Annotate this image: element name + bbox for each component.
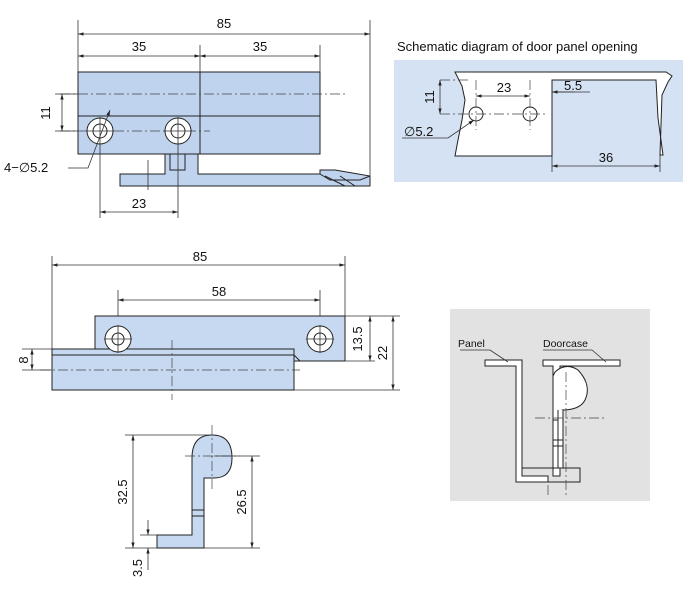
- dim-35-left-text: 35: [132, 39, 146, 54]
- side-dim-32-5-text: 32.5: [115, 479, 130, 504]
- dim-23-text: 23: [132, 196, 146, 211]
- panel-dim-hole-text: ∅5.2: [404, 124, 433, 139]
- dim-85-text: 85: [217, 16, 231, 31]
- side-dim-3-5-text: 3.5: [130, 559, 145, 577]
- install-bg: [450, 309, 650, 501]
- panel-dim-36-text: 36: [599, 150, 613, 165]
- front-view: 85 58 8 13.: [16, 249, 400, 400]
- panel-dim-5-5-text: 5.5: [564, 78, 582, 93]
- side-view: 32.5 26.5 3.5: [115, 425, 260, 577]
- front-dim-85-text: 85: [193, 249, 207, 264]
- top-view-flange: [119, 153, 371, 187]
- panel-opening-plate: [454, 71, 673, 157]
- front-view-lower-plate: [51, 348, 295, 391]
- top-view-hole-2: [164, 117, 192, 145]
- side-dim-26-5-text: 26.5: [234, 489, 249, 514]
- top-view-hole-1: [86, 117, 114, 145]
- top-view-plate-right: [199, 71, 321, 155]
- installation-view: Panel Doorcase: [450, 309, 650, 501]
- front-dim-58-text: 58: [212, 284, 226, 299]
- panel-dim-11-text: 11: [422, 90, 437, 104]
- install-hinge-knuckle: [552, 366, 588, 421]
- panel-opening-schematic: Schematic diagram of door panel opening …: [394, 39, 683, 182]
- front-dim-8-text: 8: [16, 356, 31, 363]
- front-dim-13-5-text: 13.5: [350, 326, 365, 351]
- front-view-hole-2: [306, 325, 334, 353]
- install-panel-label: Panel: [458, 338, 485, 350]
- install-doorcase-label: Doorcase: [543, 338, 588, 350]
- front-view-hole-1: [104, 325, 132, 353]
- front-dim-22-text: 22: [375, 346, 390, 360]
- dim-11-text: 11: [38, 106, 53, 120]
- top-view: 85 35 35 11: [4, 16, 371, 218]
- side-view-profile: [156, 434, 233, 549]
- panel-opening-title: Schematic diagram of door panel opening: [397, 39, 638, 54]
- panel-dim-23-text: 23: [497, 80, 511, 95]
- dim-35-right-text: 35: [253, 39, 267, 54]
- dim-hole-text: 4−∅5.2: [4, 160, 48, 175]
